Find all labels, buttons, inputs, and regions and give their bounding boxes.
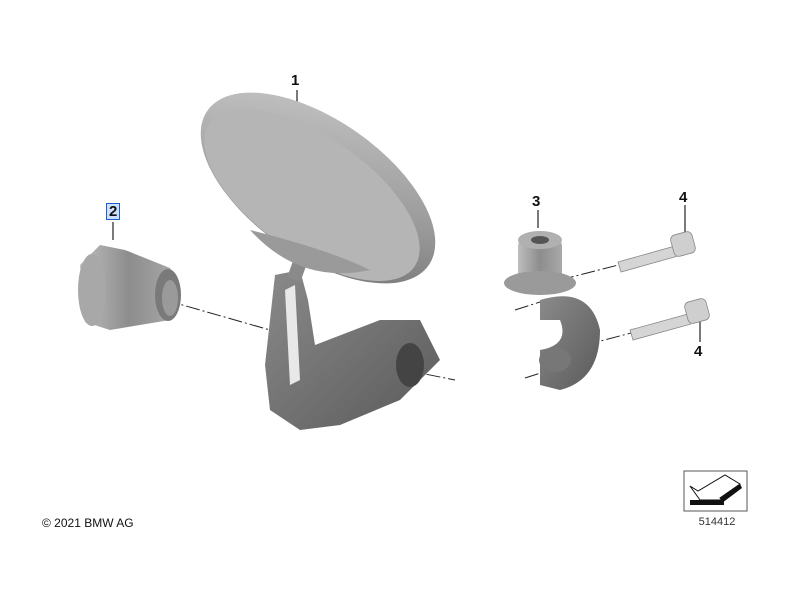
part-1-mirror[interactable] [168, 55, 467, 430]
part-2-sleeve[interactable] [78, 245, 181, 330]
copyright: © 2021 BMW AG [42, 516, 134, 530]
part-4-screw-lower[interactable] [629, 298, 710, 341]
callout-3[interactable]: 3 [532, 193, 541, 210]
part-4-screw-upper[interactable] [617, 231, 696, 273]
diagram-number: 514412 [698, 516, 736, 528]
part-3-clamp[interactable] [504, 231, 600, 390]
callout-4-upper[interactable]: 4 [679, 189, 688, 206]
arrow-pointer-icon [683, 470, 748, 512]
leader-lines [112, 90, 701, 342]
callout-2[interactable]: 2 [106, 203, 121, 220]
callout-4-lower[interactable]: 4 [694, 343, 703, 360]
callout-1[interactable]: 1 [291, 72, 300, 89]
